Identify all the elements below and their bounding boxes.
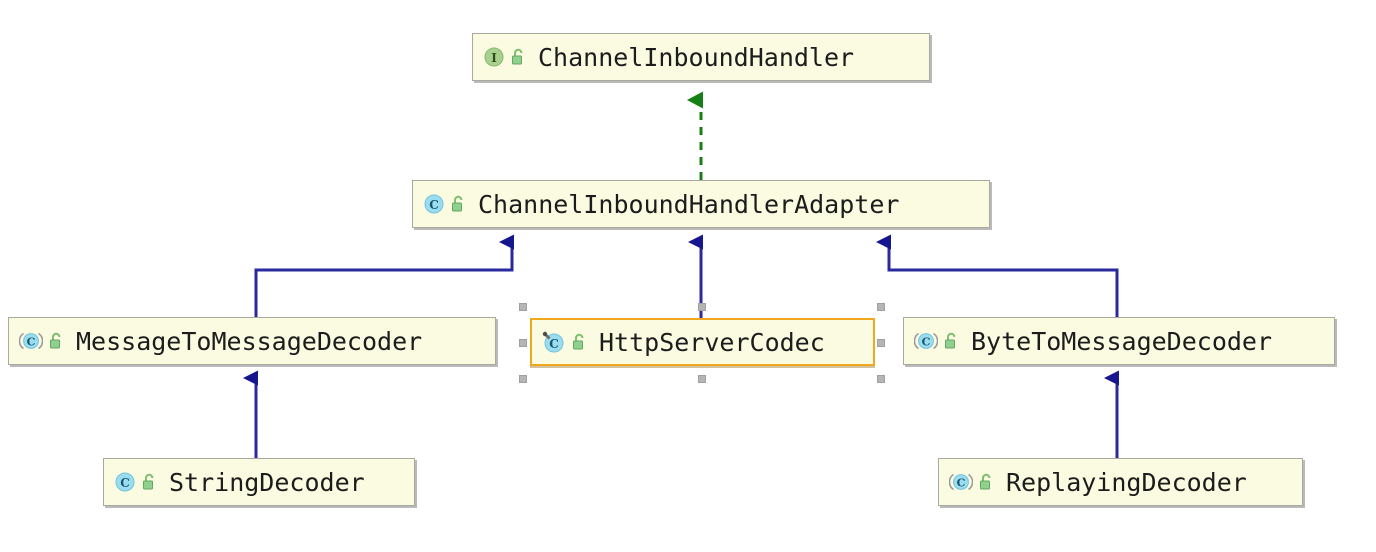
node-label: MessageToMessageDecoder: [76, 326, 423, 356]
node-channel-inbound-handler-adapter[interactable]: C ChannelInboundHandlerAdapter: [412, 180, 990, 228]
svg-text:C: C: [549, 337, 559, 351]
interface-icon: I: [484, 47, 504, 67]
unlocked-padlock-icon: [512, 48, 523, 65]
node-icons: C: [114, 471, 157, 493]
svg-text:C: C: [957, 477, 966, 490]
abstract-class-icon: C: [949, 473, 973, 491]
node-label: StringDecoder: [169, 467, 365, 497]
node-byte-to-message-decoder[interactable]: C ByteToMessageDecoder: [903, 317, 1335, 365]
class-icon: C: [115, 472, 135, 492]
selection-handle-middle-right[interactable]: [877, 339, 885, 347]
unlocked-padlock-icon: [945, 332, 956, 349]
class-icon-pinned: C: [542, 331, 564, 353]
selection-handle-top-left[interactable]: [519, 303, 527, 311]
node-icons: C: [949, 471, 994, 493]
edge-m2m-extends-adapter: [254, 234, 514, 317]
node-icons: C: [423, 193, 466, 215]
svg-text:C: C: [120, 476, 130, 490]
unlocked-padlock-icon: [573, 333, 584, 350]
selection-handle-top-center[interactable]: [698, 303, 706, 311]
node-message-to-message-decoder[interactable]: C MessageToMessageDecoder: [8, 317, 496, 365]
class-icon: C: [424, 194, 444, 214]
abstract-class-icon: C: [914, 332, 938, 350]
selection-handle-bottom-right[interactable]: [877, 375, 885, 383]
node-replaying-decoder[interactable]: C ReplayingDecoder: [938, 458, 1303, 506]
node-icons: C: [19, 330, 64, 352]
node-label: ChannelInboundHandlerAdapter: [478, 189, 900, 219]
node-icons: C: [542, 330, 587, 354]
svg-text:C: C: [429, 198, 439, 212]
selection-handle-middle-left[interactable]: [519, 339, 527, 347]
node-label: ByteToMessageDecoder: [971, 326, 1273, 356]
node-icons: C: [914, 330, 959, 352]
node-label: ChannelInboundHandler: [538, 42, 855, 72]
unlocked-padlock-icon: [452, 195, 463, 212]
unlocked-padlock-icon: [980, 473, 991, 490]
node-channel-inbound-handler[interactable]: I ChannelInboundHandler: [472, 33, 930, 81]
selection-handle-top-right[interactable]: [877, 303, 885, 311]
selection-handle-bottom-center[interactable]: [698, 375, 706, 383]
node-http-server-codec[interactable]: C HttpServerCodec: [530, 318, 875, 366]
unlocked-padlock-icon: [50, 332, 61, 349]
svg-text:I: I: [491, 51, 497, 65]
edge-b2m-extends-adapter: [876, 234, 1119, 317]
node-label: ReplayingDecoder: [1006, 467, 1247, 497]
node-string-decoder[interactable]: C StringDecoder: [103, 458, 415, 506]
abstract-class-icon: C: [19, 332, 43, 350]
selection-handle-bottom-left[interactable]: [519, 375, 527, 383]
node-label: HttpServerCodec: [599, 327, 825, 357]
node-icons: I: [483, 46, 526, 68]
svg-text:C: C: [922, 336, 931, 349]
svg-text:C: C: [27, 336, 36, 349]
unlocked-padlock-icon: [143, 473, 154, 490]
